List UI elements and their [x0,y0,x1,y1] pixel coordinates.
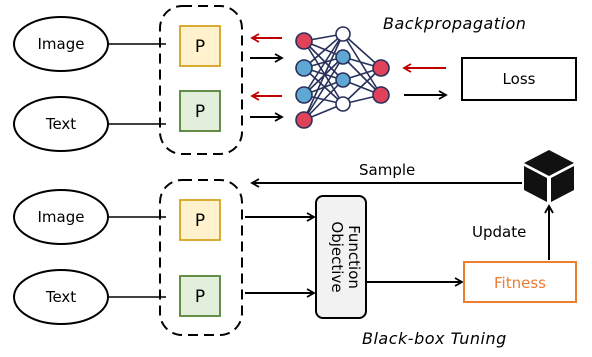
bottom-image-input: Image [13,189,109,245]
bottom-prompt-image: P [179,199,221,241]
loss-box: Loss [461,57,577,101]
backpropagation-caption: Backpropagation [383,14,526,33]
bottom-text-label: Text [45,288,76,306]
loss-label: Loss [503,70,536,88]
top-image-label: Image [38,35,85,53]
black-box-tuning-caption: Black-box Tuning [362,329,507,348]
bottom-prompt-text: P [179,275,221,317]
bottom-text-input: Text [13,269,109,325]
top-text-input: Text [13,96,109,152]
neural-network-icon [295,26,390,129]
top-prompt-text: P [179,90,221,132]
bottom-prompt-group [159,179,243,336]
objective-function-box: Objective Function [315,195,367,319]
top-prompt-group [159,5,243,155]
bottom-section: Sample Image Text P P [13,150,577,348]
bottom-prompt-image-label: P [195,211,205,231]
fitness-box: Fitness [463,261,577,303]
top-text-label: Text [45,115,76,133]
sample-label: Sample [359,161,415,179]
bottom-image-label: Image [38,208,85,226]
fitness-label: Fitness [494,274,546,292]
top-prompt-image: P [179,25,221,67]
top-section: Image Text P P [13,5,577,155]
top-prompt-image-label: P [195,37,205,57]
update-label: Update [472,223,526,241]
objective-function-label-line1: Objective [328,221,346,292]
objective-function-label-line2: Function [345,225,363,289]
bottom-prompt-text-label: P [195,287,205,307]
black-box-cube-icon [524,150,574,202]
top-prompt-text-label: P [195,102,205,122]
top-image-input: Image [13,16,109,72]
